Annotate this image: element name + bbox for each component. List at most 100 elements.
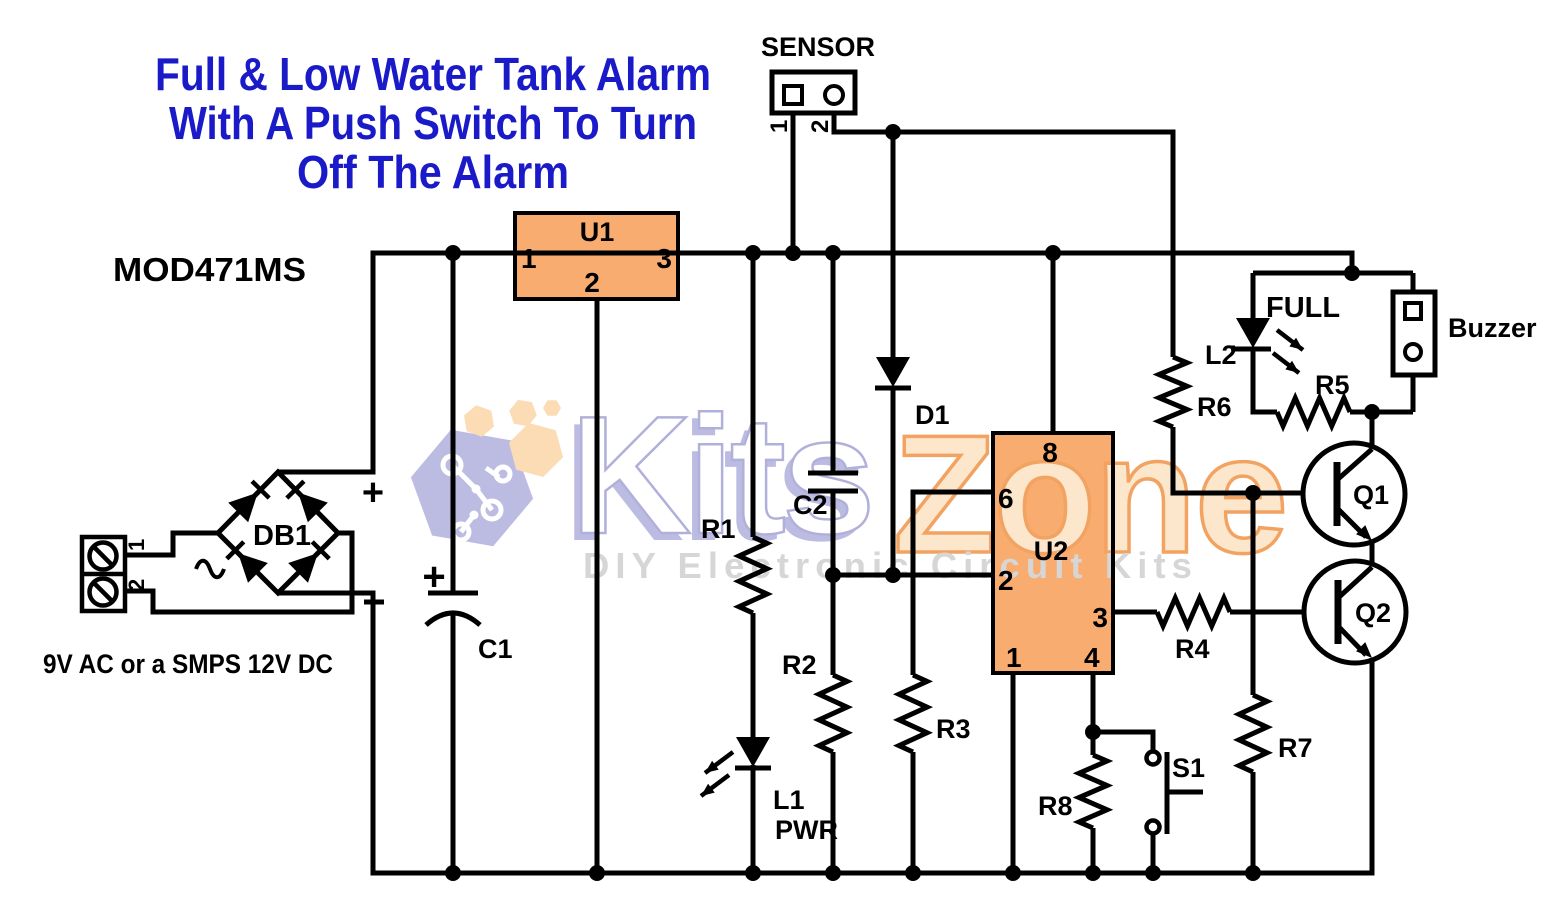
l1-function-label: PWR: [775, 815, 838, 845]
power-terminal-block: [79, 534, 128, 614]
junction-dot: [1005, 865, 1021, 881]
resistor-r4: [1154, 591, 1233, 633]
ground-rail-wire: [278, 590, 1375, 876]
bridge-rectifier-db1: [194, 468, 342, 597]
c2-label: C2: [793, 490, 828, 520]
junction-dot: [445, 245, 461, 261]
page-title-line1: Full & Low Water Tank Alarm: [155, 48, 711, 100]
junction-dot: [825, 865, 841, 881]
logo-hex-peach-3: [543, 400, 561, 416]
ac-input-wires: [125, 530, 355, 615]
q1-label: Q1: [1353, 480, 1389, 510]
ac-sine-icon: [194, 558, 226, 580]
page-title-line3: Off The Alarm: [297, 146, 569, 198]
sensor-pin2-wire: [831, 113, 1176, 357]
buzzer-component: [1390, 289, 1438, 378]
kitszone-logo-icon: [410, 399, 563, 547]
u2-name-label: U2: [1034, 536, 1069, 566]
junction-dot: [785, 245, 801, 261]
resistor-r8: [1072, 752, 1114, 831]
c1-bottom-plate: [424, 610, 482, 627]
led-l1-power-triangle: [736, 737, 770, 767]
q1-circle: [1300, 440, 1408, 548]
sensor-pin1-pad-icon: [782, 84, 804, 106]
l1-ray-2-head: [701, 783, 715, 796]
led-l2-full-triangle: [1236, 318, 1270, 348]
s1-label: S1: [1172, 753, 1205, 783]
transistor-q1: [1300, 440, 1408, 548]
junction-dot: [589, 865, 605, 881]
terminal-screw-1-icon: [87, 540, 119, 572]
buzzer-pin1-pad-icon: [1403, 301, 1423, 321]
buzzer-pin2-pad-icon: [1403, 342, 1423, 362]
junction-dot: [825, 567, 841, 583]
sensor-pin2-pad-icon: [823, 84, 845, 106]
logo-trace-pad: [480, 498, 504, 522]
u2-pin3-label: 3: [1092, 602, 1108, 633]
resistor-r5: [1274, 391, 1353, 433]
l2-function-label: FULL: [1266, 292, 1340, 324]
junction-dot: [885, 567, 901, 583]
junction-dot: [1085, 865, 1101, 881]
l2-ray-2-head: [1285, 360, 1299, 373]
c1-plus-label: +: [422, 555, 445, 599]
junction-dot: [1045, 245, 1061, 261]
r7-label: R7: [1278, 733, 1313, 763]
terminal-pin2-label: 2: [124, 579, 149, 591]
q2-circle: [1301, 558, 1409, 666]
watermark-brand-kits-shadow: Kits: [563, 388, 864, 576]
power-note-label: 9V AC or a SMPS 12V DC: [43, 649, 333, 679]
capacitor-c2: [808, 470, 858, 494]
junction-dot: [745, 865, 761, 881]
s1-branch-wire: [1093, 729, 1156, 873]
logo-trace-dot: [471, 484, 481, 494]
r3-label: R3: [936, 714, 971, 744]
buzzer-body: [1390, 289, 1438, 378]
r2-label: R2: [782, 650, 817, 680]
r8-label: R8: [1038, 791, 1073, 821]
u2-pin2-label: 2: [998, 565, 1014, 596]
positive-rail-wire: [278, 250, 1413, 475]
l2-r5-wire: [1250, 273, 1413, 415]
resistor-r6: [1152, 354, 1194, 430]
u2-pin1-label: 1: [1006, 642, 1022, 673]
u2-timer-body-fill: [993, 433, 1113, 673]
resistor-r1: [732, 534, 774, 616]
sensor-label: SENSOR: [761, 32, 875, 62]
d1-label: D1: [915, 400, 950, 430]
transistor-q2: [1301, 558, 1409, 666]
junction-dot: [1245, 865, 1261, 881]
u2-pin6-r3-wire: [910, 489, 993, 873]
sensor-pin2-label: 2: [807, 120, 834, 133]
s1-contact-bottom: [1144, 818, 1162, 836]
buzzer-label: Buzzer: [1448, 313, 1537, 343]
l1-label: L1: [773, 785, 805, 815]
r4-label: R4: [1175, 634, 1210, 664]
u1-regulator-border: [513, 211, 680, 301]
logo-traces: [450, 463, 501, 534]
u1-regulator-body-fill: [515, 213, 678, 299]
junction-dots: [445, 124, 1380, 881]
q2-label: Q2: [1355, 598, 1391, 628]
l1-ray-1-head: [705, 760, 719, 773]
l2-ray-1-head: [1289, 337, 1303, 350]
u2-timer-border: [991, 431, 1115, 675]
sensor-header: [769, 69, 858, 116]
bridge-diamond: [214, 468, 342, 597]
r1-label: R1: [701, 514, 736, 544]
c1-label: C1: [478, 634, 513, 664]
l2-label: L2: [1205, 340, 1237, 370]
r6-label: R6: [1197, 392, 1232, 422]
terminal-screw-slots: [92, 545, 114, 603]
r5-label: R5: [1315, 370, 1350, 400]
db1-label: DB1: [253, 520, 311, 552]
page-title-line2: With A Push Switch To Turn: [169, 97, 697, 149]
junction-dot: [1245, 485, 1261, 501]
terminal-pin1-label: 1: [124, 539, 149, 551]
board-code-label: MOD471MS: [113, 251, 306, 288]
junction-dot: [1085, 724, 1101, 740]
junction-dot: [885, 124, 901, 140]
s1-actuator: [1164, 752, 1203, 834]
